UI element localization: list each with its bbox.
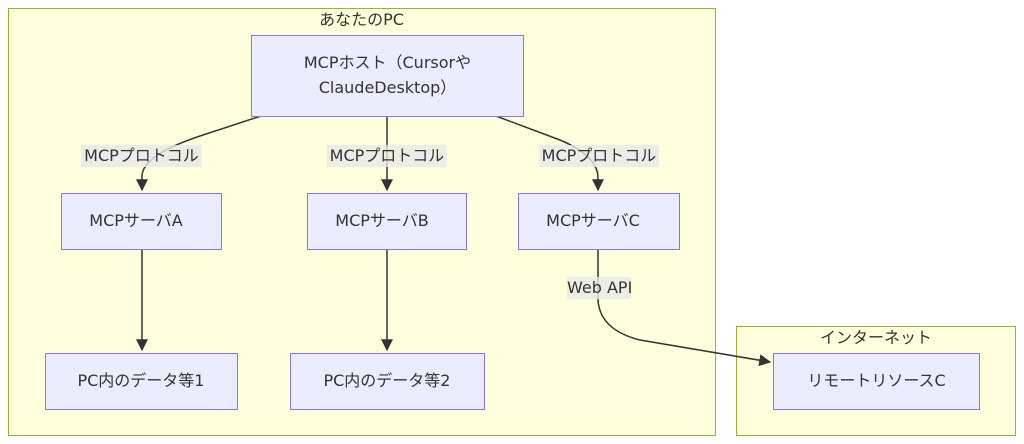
cluster-internet-title: インターネット <box>819 328 932 347</box>
node-remote-c[interactable] <box>773 353 980 410</box>
edge-label-host-to-server-b: MCPプロトコル <box>327 145 447 167</box>
node-data-2-label: PC内のデータ等2 <box>323 371 451 390</box>
node-host-label-line2: ClaudeDesktop） <box>318 78 457 97</box>
node-host[interactable] <box>251 35 524 117</box>
edge-server-c-to-remote <box>597 249 772 367</box>
node-host-label-line1: MCPホスト（Cursorや <box>303 53 472 72</box>
cluster-pc-title: あなたのPC <box>319 10 404 29</box>
node-server-c-label: MCPサーバC <box>546 211 640 230</box>
edge-label-host-to-server-c: MCPプロトコル <box>539 145 659 167</box>
node-data-1-label: PC内のデータ等1 <box>77 371 205 390</box>
edge-label-host-to-server-a: MCPプロトコル <box>81 145 202 167</box>
node-data-2[interactable] <box>290 353 485 410</box>
node-server-c[interactable] <box>518 193 680 250</box>
node-remote-c-label: リモートリソースC <box>807 371 946 390</box>
edge-label-server-c-to-remote: Web API <box>567 277 631 299</box>
node-server-a-label: MCPサーバA <box>89 211 183 230</box>
node-server-a[interactable] <box>61 193 222 250</box>
node-server-b[interactable] <box>307 193 467 250</box>
node-data-1[interactable] <box>45 353 238 410</box>
node-server-b-label: MCPサーバB <box>335 211 429 230</box>
